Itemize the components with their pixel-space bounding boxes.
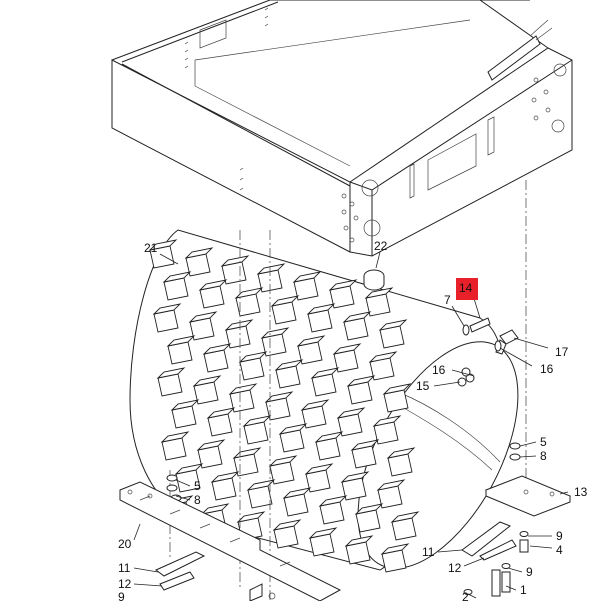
drum-pad-top [292,271,322,283]
drum-pad-top [232,447,262,459]
drum-pad-top [282,487,312,499]
callout-17: 17 [555,345,569,359]
drum-pad-top [368,351,398,363]
drum-pad-top [372,415,402,427]
drum-pad-top [340,471,370,483]
drum-pad-top [162,271,192,283]
callout-11b: 11 [118,561,131,575]
callout-8b: 8 [194,493,201,507]
callout-11a: 11 [422,545,435,559]
drum-pad-top [318,495,348,507]
padfoot-drum [129,180,527,601]
callout-9a: 9 [556,529,563,543]
drum-pad-top [196,439,226,451]
callout-12b: 12 [118,577,132,591]
drum-pad-top [314,431,344,443]
drum-pad-top [304,463,334,475]
drum-pad-top [342,311,372,323]
drum-pad-top [278,423,308,435]
callout-1: 1 [520,583,527,597]
callout-9b: 9 [526,565,533,579]
drum-pad-top [274,359,304,371]
drum-pad-top [270,295,300,307]
drum-pad-top [160,431,190,443]
drum-pad-top [390,511,420,523]
drum-pad-top [188,311,218,323]
drum-pad-top [268,455,298,467]
drum-pad-top [148,239,178,251]
drum-pad-top [174,463,204,475]
callout-22: 22 [374,239,388,253]
drum-pad-top [332,343,362,355]
drum-pad-top [156,367,186,379]
drum-pad-top [346,375,376,387]
drum-frame [111,0,573,257]
callout-2: 2 [462,590,469,601]
callout-15: 15 [416,379,430,393]
drum-pad-top [170,399,200,411]
drum-pad-top [260,327,290,339]
drum-pad-top [336,407,366,419]
callout-16b: 16 [540,362,554,376]
drum-pad-top [308,527,338,539]
drum-pad-top [246,479,276,491]
drum-pad-top [224,319,254,331]
drum-pad-top [328,279,358,291]
callout-5a: 5 [540,435,547,449]
drum-pad-top [310,367,340,379]
callout-20: 20 [118,537,132,551]
drum-pad-top [210,471,240,483]
drum-pad-top [380,543,410,555]
callout-4: 4 [556,543,563,557]
callouts: 21 22 14 7 17 16 16 15 5 8 13 9 4 11 12 … [118,239,588,601]
callout-21: 21 [144,241,158,255]
drum-pad-top [256,263,286,275]
drum-pad-top [296,335,326,347]
callout-5b: 5 [194,479,201,493]
callout-14: 14 [459,281,473,295]
drum-pad-top [354,503,384,515]
drum-pad-top [228,383,258,395]
drum-pad-top [192,375,222,387]
drum-pad-top [236,511,266,523]
drum-pad-top [300,399,330,411]
callout-12a: 12 [448,561,462,575]
drum-pad-top [238,351,268,363]
callout-8a: 8 [540,449,547,463]
leader-lines [133,251,569,599]
drum-pad-top [152,303,182,315]
callout-14-highlight [456,278,478,300]
drum-pad-top [364,287,394,299]
drum-pad-top [386,447,416,459]
drum-pad-top [220,255,250,267]
callout-16a: 16 [432,363,446,377]
drum-pad-top [378,319,408,331]
drum-pad-top [202,343,232,355]
drum-pad-top [184,247,214,259]
hardware-parts [119,269,572,601]
drum-pad-top [166,335,196,347]
drum-pad-top [350,439,380,451]
drum-pad-top [198,279,228,291]
callout-7: 7 [444,293,451,307]
drum-pad-top [376,479,406,491]
callout-9c: 9 [118,590,125,601]
drum-pad-top [272,519,302,531]
drum-pad-top [206,407,236,419]
drum-pad-top [200,503,230,515]
drum-pad-top [306,303,336,315]
drum-pad-top [382,383,412,395]
drum-pad-top [344,535,374,547]
callout-13: 13 [574,485,588,499]
